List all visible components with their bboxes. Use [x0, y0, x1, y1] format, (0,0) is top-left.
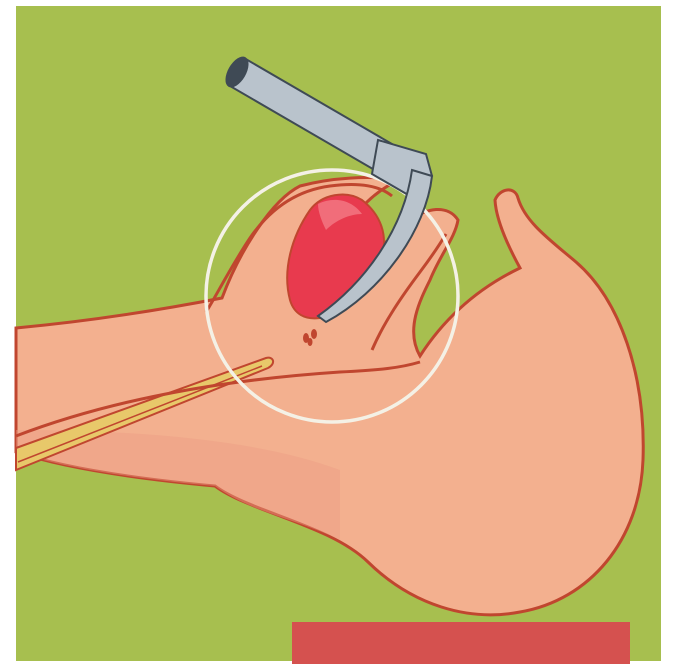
drop — [308, 338, 313, 346]
drop — [311, 329, 317, 339]
head-support-block — [292, 622, 630, 664]
